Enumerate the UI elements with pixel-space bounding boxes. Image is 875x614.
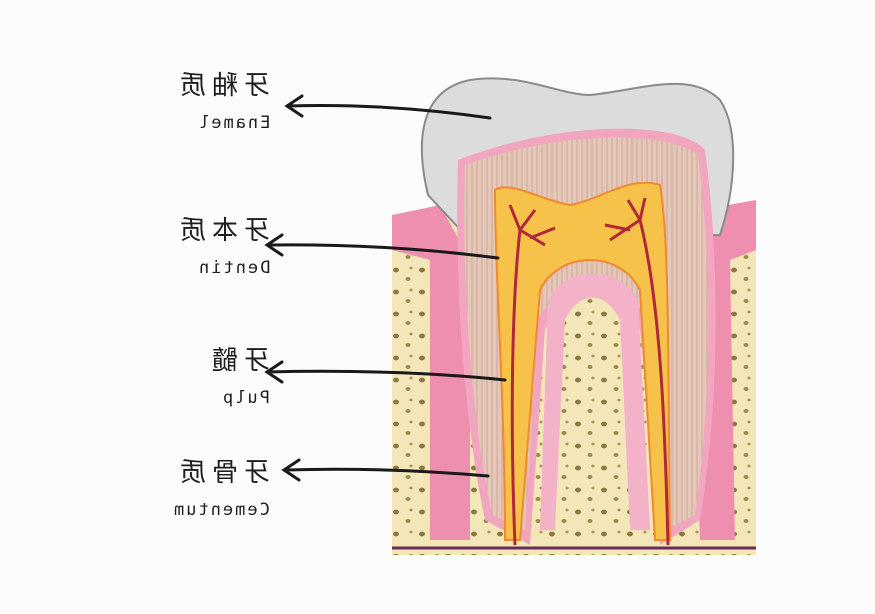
label-pulp-en: Pulp [221,388,270,408]
nerves [508,197,670,546]
label-enamel-en: Enamel [196,113,270,133]
arrow-enamel [284,94,492,120]
arrow-dentin [264,233,500,260]
label-pulp-zh: 牙髓 [205,346,270,376]
arrow-cementum [281,458,490,482]
label-dentin-zh: 牙本质 [173,216,270,246]
arrow-pulp [264,360,507,384]
arrows [264,94,507,482]
label-dentin-en: Dentin [196,258,270,278]
label-enamel-zh: 牙釉质 [173,71,270,101]
label-cementum-zh: 牙骨质 [173,458,270,488]
pulp [493,181,672,541]
label-cementum-en: Cementum [172,500,270,520]
